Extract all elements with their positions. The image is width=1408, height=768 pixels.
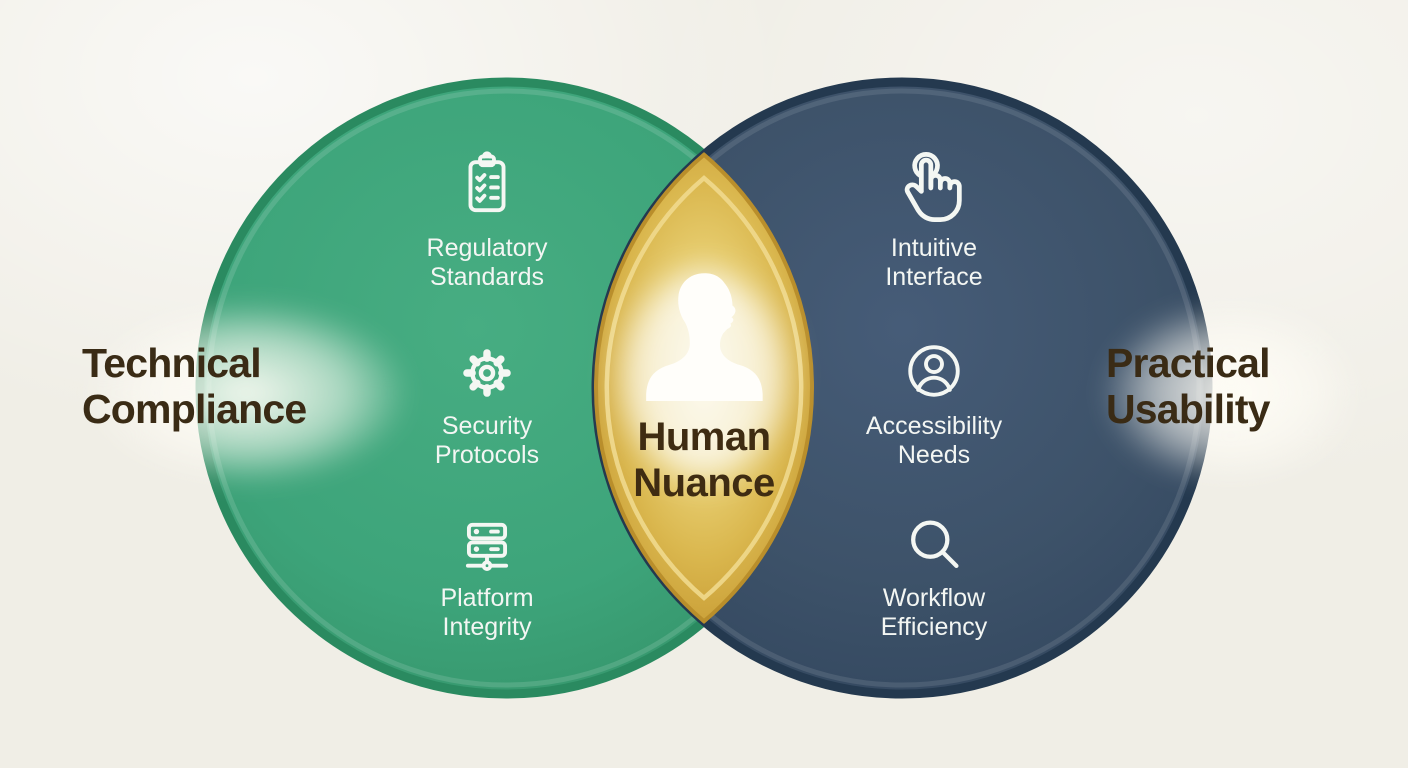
item-label-line1: Intuitive	[890, 234, 978, 262]
list-item-platform-integrity: Platform Integrity	[357, 514, 617, 642]
overlap-label-line2: Nuance	[633, 461, 775, 505]
server-stack-icon	[357, 514, 617, 576]
item-label-line2: Interface	[885, 263, 983, 291]
title-glow-right	[1056, 268, 1406, 518]
right-title-line1: Practical	[1106, 340, 1271, 386]
item-label-line1: Platform	[440, 584, 534, 612]
item-label-line1: Security	[441, 412, 533, 440]
left-circle-title: Technical Compliance	[82, 340, 307, 432]
left-title-line2: Compliance	[82, 386, 307, 432]
overlap-lens-inner-rim	[604, 175, 804, 601]
clipboard-checklist-icon	[357, 150, 617, 228]
list-item-regulatory-standards: Regulatory Standards	[357, 150, 617, 292]
item-label-line2: Integrity	[442, 613, 532, 641]
list-item-intuitive-interface: Intuitive Interface	[804, 150, 1064, 292]
overlap-label-line1: Human	[637, 415, 771, 459]
tap-gesture-icon	[804, 150, 1064, 226]
magnifying-glass-icon	[804, 512, 1064, 576]
item-label-line1: Accessibility	[865, 412, 1003, 440]
item-label-line1: Workflow	[882, 584, 986, 612]
right-title-line2: Usability	[1106, 386, 1270, 432]
human-silhouette-icon	[646, 273, 763, 401]
item-label-line1: Regulatory	[426, 234, 548, 262]
item-label-line2: Needs	[897, 441, 971, 469]
title-glow-left	[26, 268, 466, 518]
item-label-line2: Protocols	[434, 441, 540, 469]
right-circle-title: Practical Usability	[1106, 340, 1271, 432]
list-item-accessibility-needs: Accessibility Needs	[804, 340, 1064, 470]
gear-icon	[357, 340, 617, 406]
list-item-workflow-efficiency: Workflow Efficiency	[804, 512, 1064, 642]
left-title-line1: Technical	[82, 340, 262, 386]
list-item-security-protocols: Security Protocols	[357, 340, 617, 470]
overlap-label: Human Nuance	[574, 414, 834, 506]
item-label-line2: Efficiency	[880, 613, 988, 641]
item-label-line2: Standards	[430, 263, 544, 291]
person-circle-icon	[804, 340, 1064, 402]
